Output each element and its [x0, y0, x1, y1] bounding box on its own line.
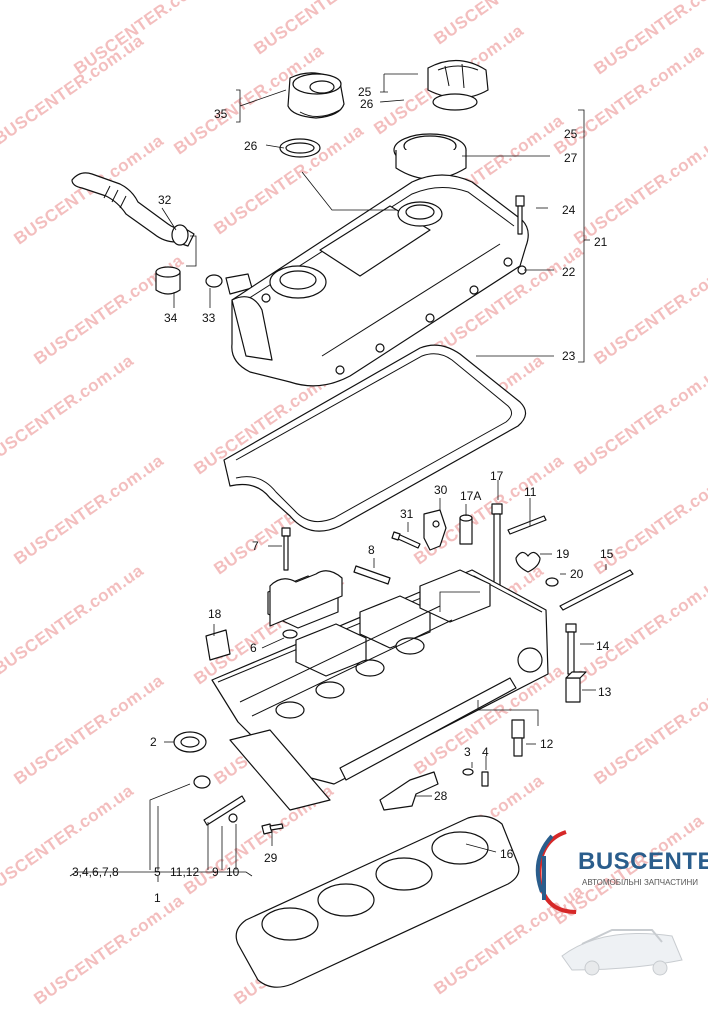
cylinder-head	[211, 569, 549, 811]
bracket-28	[379, 771, 439, 811]
head-gasket	[235, 815, 520, 988]
callout-35: 35	[214, 107, 228, 121]
pin-10	[228, 813, 238, 823]
callout-24: 24	[562, 203, 576, 217]
stud-9	[203, 795, 246, 826]
callout-34: 34	[164, 311, 178, 325]
bottom-label-group3: 11,12	[170, 865, 199, 879]
callout-labels: 35 26 25 26 25 27 24 21 22 23 32 34 33 7…	[72, 85, 614, 905]
callout-11: 11	[524, 485, 537, 499]
callout-25: 25	[358, 85, 372, 99]
callout-7: 7	[252, 539, 259, 553]
seal-19	[515, 551, 541, 573]
callout-25: 25	[564, 127, 578, 141]
callout-17a: 17A	[460, 489, 481, 503]
callout-19: 19	[556, 547, 570, 561]
callout-22: 22	[562, 265, 576, 279]
bottom-label-group5: 10	[226, 865, 240, 879]
stud-8	[353, 565, 391, 585]
callout-20: 20	[570, 567, 584, 581]
bracket-30	[423, 509, 447, 551]
bottom-label-group1: 3,4,6,7,8	[72, 865, 119, 879]
cylinder-head-cover	[231, 174, 529, 387]
callout-28: 28	[434, 789, 448, 803]
callout-29: 29	[264, 851, 278, 865]
callout-14: 14	[596, 639, 610, 653]
brand-name: BUSCENTER	[578, 848, 708, 875]
bolt-31	[391, 531, 421, 549]
callout-32: 32	[158, 193, 172, 207]
callout-6: 6	[250, 641, 257, 655]
callout-33: 33	[202, 311, 216, 325]
callout-12: 12	[540, 737, 554, 751]
buscenter-logo: BUSCENTER АВТОМОБІЛЬНІ ЗАПЧАСТИНИ	[522, 826, 708, 996]
washer-6	[282, 629, 298, 639]
callout-4: 4	[482, 745, 489, 759]
bolt-24	[515, 195, 525, 235]
rod-15	[559, 569, 634, 611]
leader-lines	[69, 73, 607, 882]
ring-20	[545, 577, 559, 587]
clamp-sleeve-34	[155, 266, 181, 295]
callout-31: 31	[400, 507, 414, 521]
callout-16: 16	[500, 847, 514, 861]
callout-8: 8	[368, 543, 375, 557]
callout-3: 3	[464, 745, 471, 759]
bolt-7	[281, 527, 291, 571]
sensor-12	[511, 719, 525, 757]
oil-filler-neck	[287, 72, 345, 119]
callout-13: 13	[598, 685, 612, 699]
cam-bearing-caps	[269, 570, 343, 627]
plug-5	[193, 775, 211, 789]
bracket-13	[565, 671, 587, 703]
callout-2: 2	[150, 735, 157, 749]
breather-hose-32	[71, 172, 195, 247]
brand-tagline: АВТОМОБІЛЬНІ ЗАПЧАСТИНИ	[582, 878, 698, 887]
callout-27: 27	[564, 151, 578, 165]
callout-23: 23	[562, 349, 576, 363]
bottom-label-group4: 9	[212, 865, 219, 879]
bolt-4	[481, 771, 489, 787]
washer-3	[462, 768, 474, 776]
cap-adapter-27	[393, 133, 467, 180]
callout-18: 18	[208, 607, 222, 621]
callout-21: 21	[594, 235, 608, 249]
sleeve-17a	[459, 514, 473, 545]
callout-26: 26	[244, 139, 258, 153]
seal-2	[173, 731, 207, 753]
callout-30: 30	[434, 483, 448, 497]
bottom-label-total: 1	[154, 891, 161, 905]
cover-gasket	[223, 344, 527, 532]
callout-15: 15	[600, 547, 614, 561]
seal-ring-26a	[279, 138, 321, 158]
callout-26: 26	[360, 97, 374, 111]
logo-emblem-icon	[535, 830, 683, 976]
sleeve-18	[205, 629, 231, 661]
bolt-29	[261, 823, 284, 835]
bolt-17	[491, 503, 503, 591]
bottom-label-group2: 5	[154, 865, 161, 879]
oil-cap	[427, 59, 489, 111]
bolt-14	[565, 623, 577, 675]
callout-17: 17	[490, 469, 504, 483]
hose-clip-33	[205, 273, 253, 295]
pin-11	[507, 515, 547, 535]
